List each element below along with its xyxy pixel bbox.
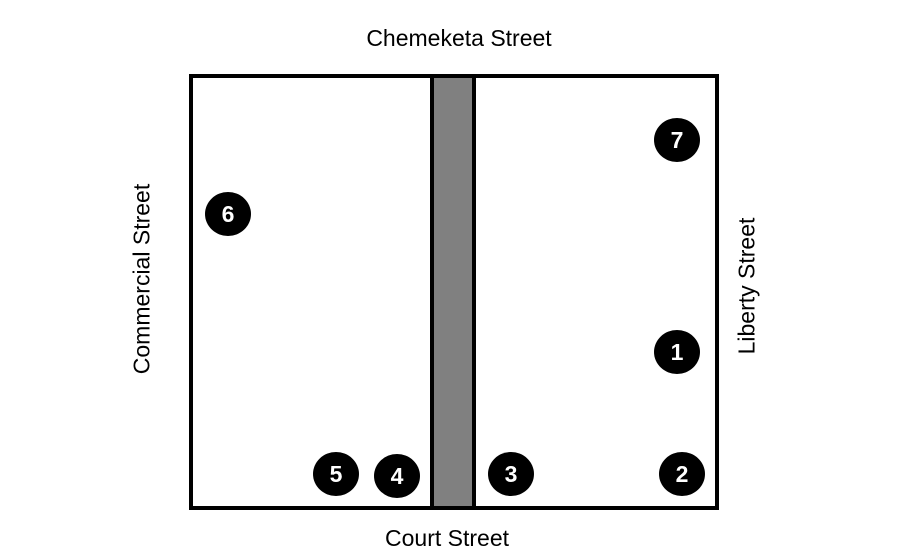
alley (430, 74, 476, 510)
location-marker-2[interactable]: 2 (659, 452, 705, 496)
street-label-south: Court Street (385, 525, 509, 551)
location-marker-7[interactable]: 7 (654, 118, 700, 162)
location-marker-1[interactable]: 1 (654, 330, 700, 374)
location-marker-3[interactable]: 3 (488, 452, 534, 496)
location-marker-6[interactable]: 6 (205, 192, 251, 236)
location-marker-5[interactable]: 5 (313, 452, 359, 496)
street-label-west: Commercial Street (128, 183, 155, 375)
street-label-east: Liberty Street (733, 217, 760, 355)
street-label-north: Chemeketa Street (366, 25, 552, 51)
location-marker-4[interactable]: 4 (374, 454, 420, 498)
